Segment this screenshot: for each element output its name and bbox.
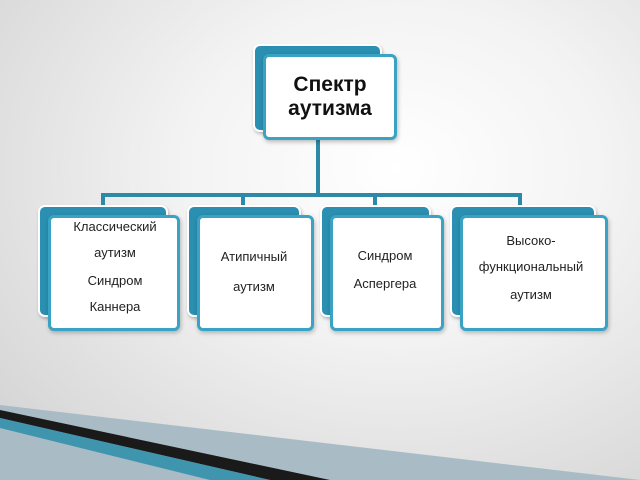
- node-asperger-syndrome: Синдром Аспергера: [320, 205, 444, 331]
- node-classic-autism: Классический аутизм Синдром Каннера: [38, 205, 180, 331]
- stripe-dark: [0, 410, 330, 480]
- classic-line-3: Синдром: [87, 273, 143, 288]
- asperger-line-1: Синдром: [357, 248, 413, 263]
- node-high-functioning-autism: Высоко- функциональный аутизм: [450, 205, 608, 331]
- root-node: Спектр аутизма: [253, 44, 398, 144]
- asperger-line-2: Аспергера: [353, 276, 417, 291]
- node-atypical-autism-label: Атипичный аутизм: [195, 213, 313, 331]
- high-functioning-line-2: функциональный: [478, 259, 584, 274]
- high-functioning-line-1: Высоко-: [506, 233, 556, 248]
- high-functioning-line-3: аутизм: [510, 287, 552, 302]
- classic-line-2: аутизм: [94, 245, 136, 260]
- atypical-line-2: аутизм: [233, 279, 275, 294]
- stripe-teal: [0, 418, 270, 480]
- node-high-functioning-autism-label: Высоко- функциональный аутизм: [454, 209, 608, 327]
- node-atypical-autism: Атипичный аутизм: [187, 205, 314, 331]
- root-line-1: Спектр: [293, 73, 367, 96]
- classic-line-1: Классический: [73, 219, 157, 234]
- atypical-line-1: Атипичный: [220, 249, 288, 264]
- classic-line-4: Каннера: [89, 299, 141, 314]
- root-node-label: Спектр аутизма: [263, 54, 397, 140]
- node-asperger-syndrome-label: Синдром Аспергера: [328, 211, 442, 329]
- root-line-2: аутизма: [288, 97, 372, 120]
- node-classic-autism-label: Классический аутизм Синдром Каннера: [44, 213, 186, 331]
